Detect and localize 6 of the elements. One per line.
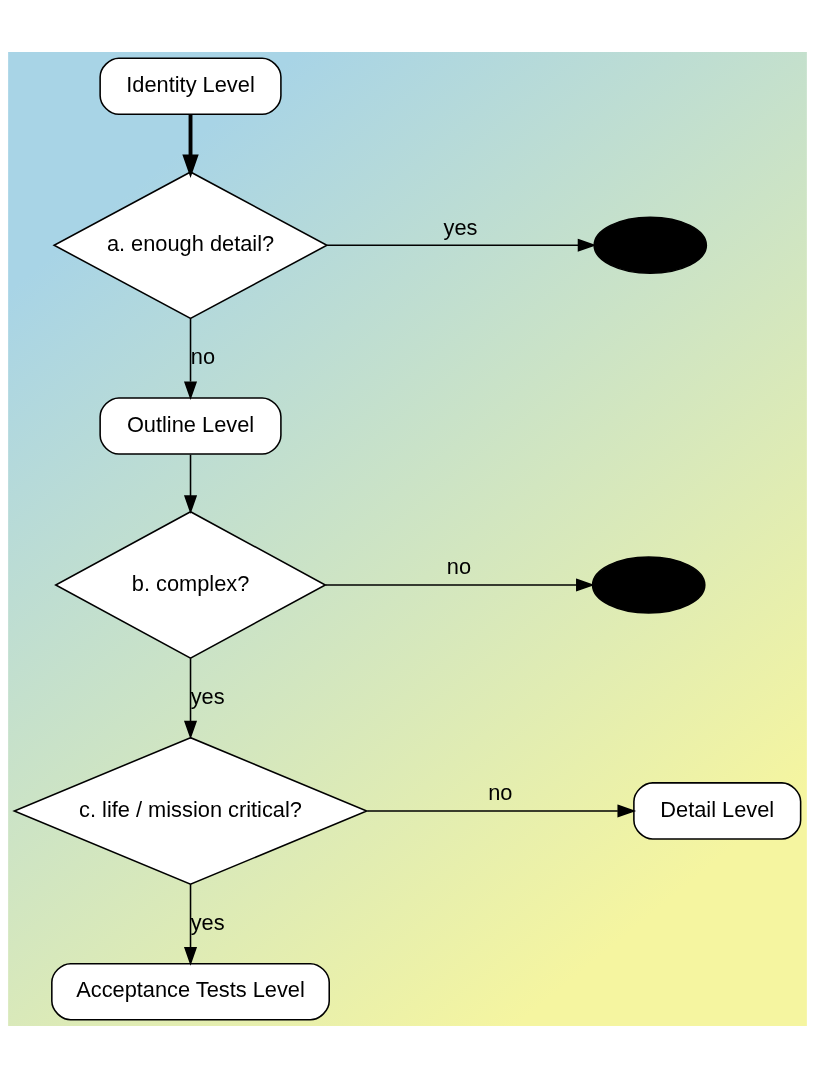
edge-label: yes (190, 683, 225, 709)
edge-label: no (446, 553, 472, 579)
edge-label: yes (443, 214, 478, 240)
edge-label: yes (190, 909, 225, 935)
edge-label: no (190, 343, 216, 369)
edge-label: no (488, 779, 513, 805)
